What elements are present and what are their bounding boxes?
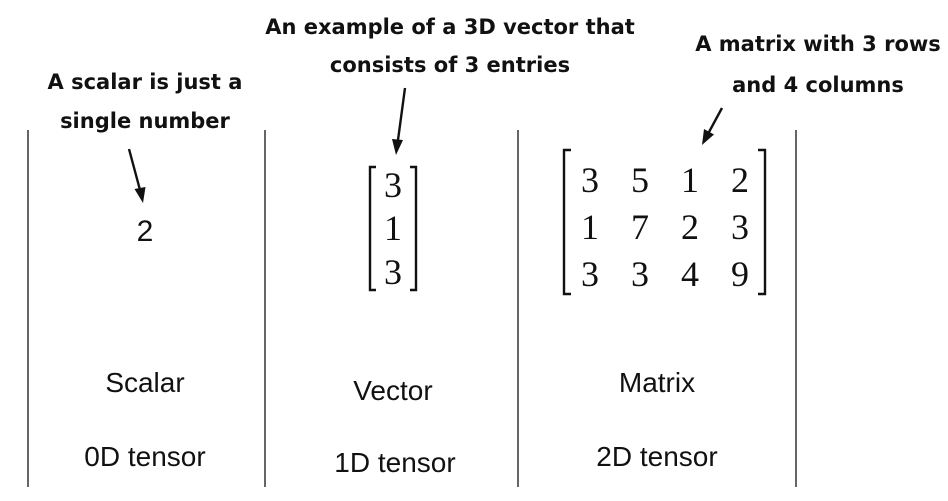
vector-left-bracket	[368, 165, 376, 292]
vector-annotation-line1: An example of a 3D vector that	[265, 15, 635, 39]
matrix-entry: 3	[631, 254, 649, 294]
matrix-entry: 3	[581, 160, 599, 200]
matrix-tensor-label: 2D tensor	[596, 441, 717, 472]
scalar-label: Scalar	[105, 367, 184, 398]
matrix-right-bracket	[758, 148, 767, 296]
vector-label: Vector	[353, 375, 432, 406]
matrix-annotation-line2: and 4 columns	[732, 73, 904, 97]
matrix-entries: 3 5 1 2 1 7 2 3 3 3 4 9	[581, 160, 749, 294]
scalar-value: 2	[137, 215, 154, 248]
scalar-tensor-label: 0D tensor	[84, 441, 205, 472]
matrix-entry: 9	[731, 254, 749, 294]
matrix-entry: 2	[681, 207, 699, 247]
vector-right-bracket	[410, 165, 418, 292]
matrix-entry: 2	[731, 160, 749, 200]
scalar-arrow	[127, 148, 146, 203]
vector-entry: 3	[384, 252, 402, 292]
matrix-entry: 1	[681, 160, 699, 200]
matrix-entry: 3	[581, 254, 599, 294]
matrix-entry: 4	[681, 254, 699, 294]
scalar-annotation-line1: A scalar is just a	[48, 70, 243, 94]
matrix-left-bracket	[562, 148, 571, 296]
vector-entry: 1	[384, 208, 402, 248]
scalar-annotation-line2: single number	[60, 109, 230, 133]
vector-annotation-line2: consists of 3 entries	[330, 53, 570, 77]
matrix-entry: 5	[631, 160, 649, 200]
vector-entry: 3	[384, 165, 402, 205]
matrix-entry: 1	[581, 207, 599, 247]
matrix-label: Matrix	[619, 367, 695, 398]
vector-arrow	[392, 87, 407, 155]
matrix-entry: 3	[731, 207, 749, 247]
matrix-annotation-line1: A matrix with 3 rows	[695, 32, 941, 56]
matrix-arrow	[702, 107, 724, 145]
vector-entries: 3 1 3	[384, 165, 402, 292]
vector-tensor-label: 1D tensor	[334, 447, 455, 478]
matrix-entry: 7	[631, 207, 649, 247]
